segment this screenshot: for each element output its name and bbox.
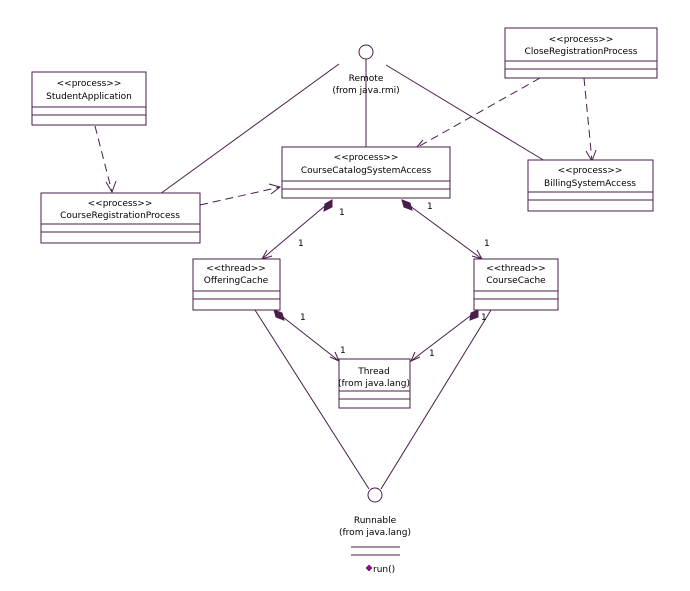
class-name: CourseCache <box>486 276 546 286</box>
registration-to-catalog-dependency <box>199 186 281 206</box>
class-close-registration-process[interactable]: <<process>> CloseRegistrationProcess <box>504 27 658 79</box>
class-billing-system-access[interactable]: <<process>> BillingSystemAccess <box>527 159 654 212</box>
operation-name: run() <box>373 565 395 575</box>
class-stereotype: <<process>> <box>88 199 153 209</box>
offering-runnable-link <box>254 309 370 490</box>
multiplicity-labels: 1 1 1 1 1 1 1 1 <box>298 202 490 359</box>
catalog-course-composition <box>401 199 483 260</box>
multiplicity-label: 1 <box>484 239 490 249</box>
interface-name: Runnable <box>354 516 397 526</box>
class-stereotype: <<process>> <box>57 79 122 89</box>
interface-name: Remote <box>349 74 384 84</box>
multiplicity-label: 1 <box>481 313 487 323</box>
composition-diamond <box>469 309 479 321</box>
class-name: Thread <box>357 367 389 377</box>
dependency-arrowhead <box>268 183 282 195</box>
student-to-registration-dependency <box>94 125 113 193</box>
multiplicity-label: 1 <box>427 202 433 212</box>
composition-diamond <box>401 199 413 211</box>
class-offering-cache[interactable]: <<thread>> OfferingCache <box>192 258 281 311</box>
class-name: CourseCatalogSystemAccess <box>301 166 432 176</box>
dependency-arrowhead <box>105 180 117 194</box>
course-thread-composition <box>410 309 479 362</box>
multiplicity-label: 1 <box>298 239 304 249</box>
dependency-arrowhead <box>585 149 597 163</box>
interface-lollipop-icon <box>358 44 374 60</box>
class-course-catalog-system-access[interactable]: <<process>> CourseCatalogSystemAccess <box>281 146 451 199</box>
interface-package: (from java.lang) <box>339 528 411 538</box>
class-stereotype: <<thread>> <box>486 264 546 274</box>
navigability-arrowhead <box>410 351 421 362</box>
operation-icon <box>365 564 373 572</box>
multiplicity-label: 1 <box>340 346 346 356</box>
class-stereotype: <<process>> <box>549 35 614 45</box>
connectors <box>94 59 597 490</box>
remote-interface[interactable]: Remote (from java.rmi) <box>332 44 400 96</box>
class-stereotype: <<process>> <box>334 153 399 163</box>
class-name: CloseRegistrationProcess <box>525 47 638 57</box>
runnable-interface[interactable]: Runnable (from java.lang) run() <box>339 487 411 575</box>
multiplicity-label: 1 <box>429 349 435 359</box>
remote-registration-link <box>159 63 340 195</box>
remote-billing-link <box>385 64 546 162</box>
class-course-registration-process[interactable]: <<process>> CourseRegistrationProcess <box>40 192 201 244</box>
class-name: BillingSystemAccess <box>544 179 636 189</box>
course-runnable-link <box>380 309 492 490</box>
class-stereotype: <<process>> <box>558 166 623 176</box>
composition-diamond <box>273 309 285 321</box>
interface-lollipop-icon <box>367 487 383 503</box>
class-student-application[interactable]: <<process>> StudentApplication <box>31 71 147 126</box>
close-to-catalog-dependency <box>415 77 541 149</box>
class-name: OfferingCache <box>204 276 269 286</box>
interface-package: (from java.rmi) <box>332 86 399 96</box>
catalog-offering-composition <box>261 199 333 260</box>
class-name: StudentApplication <box>46 92 132 102</box>
class-thread[interactable]: Thread (from java.lang) <box>338 358 411 409</box>
class-stereotype: <<thread>> <box>206 264 266 274</box>
multiplicity-label: 1 <box>339 208 345 218</box>
multiplicity-label: 1 <box>300 313 306 323</box>
close-to-billing-dependency <box>583 77 593 162</box>
class-package: (from java.lang) <box>338 379 410 389</box>
class-course-cache[interactable]: <<thread>> CourseCache <box>473 258 559 311</box>
offering-thread-composition <box>273 309 340 362</box>
class-name: CourseRegistrationProcess <box>60 211 180 221</box>
composition-diamond <box>323 199 333 212</box>
